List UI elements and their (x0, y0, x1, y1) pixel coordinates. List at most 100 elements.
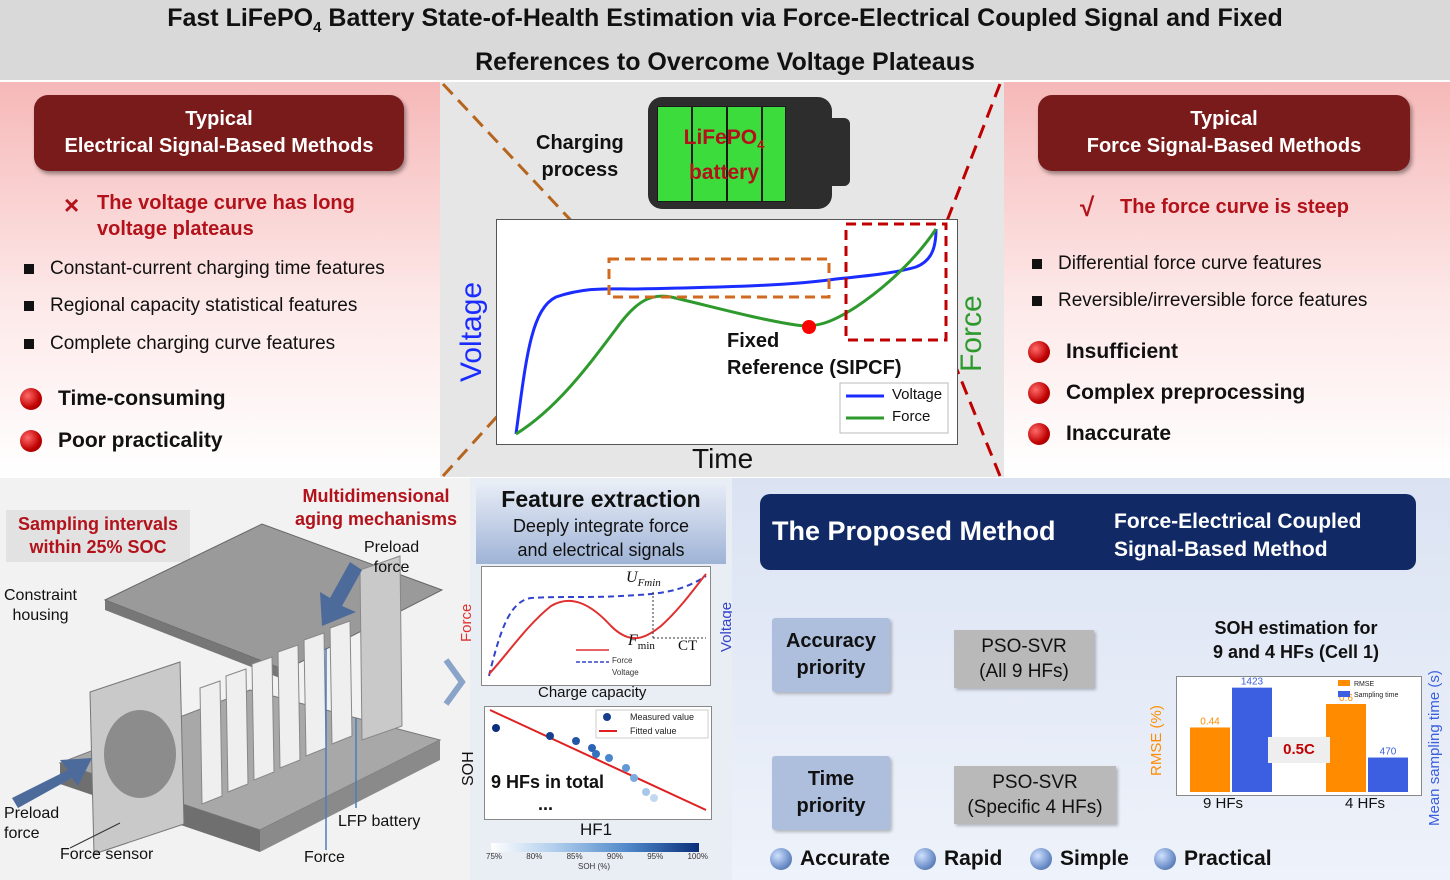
fitted-line (489, 709, 707, 811)
feature-text: Regional capacity statistical features (50, 295, 358, 316)
lfp-cell (277, 644, 301, 769)
svr1-line2: (All 9 HFs) (979, 661, 1069, 682)
scatter-point (592, 750, 600, 758)
feature-extraction-header: Feature extraction Deeply integrate forc… (476, 482, 726, 564)
soh-title-line2: 9 and 4 HFs (Cell 1) (1212, 642, 1380, 662)
electrical-feature-3: Complete charging curve features (24, 333, 335, 355)
back-plate (359, 555, 403, 741)
ellipsis-label: ... (538, 794, 554, 814)
drawback-text: Poor practicality (58, 429, 223, 452)
preload-bottom-1: Preload (4, 805, 60, 822)
battery-label-b: battery (688, 161, 760, 185)
colorbar-tick: 85% (566, 852, 583, 861)
legend-label: RMSE (1354, 681, 1375, 688)
blue-dot-icon (770, 848, 792, 870)
charge-capacity-label: Charge capacity (538, 684, 647, 701)
arrow-to-features-icon (443, 658, 466, 706)
battery-cell-4 (762, 106, 786, 202)
electrical-methods-header: Typical Electrical Signal-Based Methods (34, 95, 404, 171)
electrical-feature-1: Constant-current charging time features (24, 258, 385, 280)
force-feature-2: Reversible/irreversible force features (1032, 290, 1367, 312)
battery-label-a: LiFePO (683, 126, 758, 149)
legend-measured-label: Measured value (630, 712, 695, 722)
bar-rmse-1 (1326, 704, 1366, 792)
force-voltage-subplot (481, 566, 711, 686)
scatter-point (642, 788, 650, 796)
benefit-accurate: Accurate (770, 847, 890, 871)
sensor-pointer-line (69, 822, 121, 849)
battery-cell-1 (657, 106, 692, 202)
scatter-point (572, 737, 580, 745)
u-letter: U (626, 569, 638, 586)
accuracy-line1: Accuracy (785, 630, 877, 652)
force-voltage-subplot-curves (488, 573, 707, 677)
constraint-1: Constraint (4, 587, 77, 604)
benefit-text: Rapid (944, 847, 1003, 870)
sampling-line1: Sampling intervals (17, 514, 179, 534)
bar-sampling-time-1 (1368, 757, 1408, 792)
coupled-line2: Signal-Based Method (1114, 538, 1328, 561)
blue-dot-icon (1154, 848, 1176, 870)
f-letter: F (628, 632, 638, 649)
bar-sampling-time-0 (1232, 687, 1272, 792)
colorbar-title: SOH (%) (578, 862, 610, 871)
preload-bottom-2: force (4, 825, 40, 842)
colorbar-ticks: 75% 80% 85% 90% 95% 100% (486, 852, 708, 861)
title-text-a: Fast LiFePO (167, 3, 314, 32)
force-label: Force (304, 849, 345, 866)
time-priority-box: Time priority (772, 756, 890, 830)
bar-value-label: 470 (1380, 747, 1397, 758)
scatter-point (650, 794, 658, 802)
colorbar-tick: 80% (526, 852, 543, 861)
scatter-point (492, 724, 500, 732)
c-rate-annotation: 0.5C (1268, 737, 1330, 763)
force-drawback-2: Complex preprocessing (1028, 381, 1305, 405)
force-sensor (104, 710, 176, 798)
force-feature-1: Differential force curve features (1032, 253, 1322, 275)
legend-measured-marker (603, 713, 611, 721)
force-sensor-label: Force sensor (60, 846, 154, 863)
legend-swatch (1338, 691, 1350, 697)
force-drawback-3: Inaccurate (1028, 422, 1171, 446)
steep-region-box (844, 222, 948, 342)
electrical-drawback-2: Poor practicality (20, 429, 223, 453)
soh-colorbar (491, 843, 699, 852)
subplot-voltage-curve (488, 575, 707, 677)
force-header-line2: Force Signal-Based Methods (1086, 135, 1362, 157)
preload-top-2: force (373, 559, 410, 576)
proposed-method-header (760, 494, 1416, 570)
force-drawback-1: Insufficient (1028, 340, 1178, 364)
colorbar-tick: 95% (647, 852, 664, 861)
benefit-text: Accurate (800, 847, 890, 870)
f-min-label: Fmin (628, 632, 655, 652)
sampling-intervals-label: Sampling intervals within 25% SOC (6, 510, 190, 562)
benefit-simple: Simple (1030, 847, 1129, 871)
fixed-ref-line1: Fixed (727, 330, 780, 352)
lfp-cell (251, 656, 275, 781)
constraint-housing-label: Constraint housing (4, 586, 77, 626)
plot-legend-box (839, 382, 949, 434)
battery-terminal-icon (832, 118, 850, 186)
title-banner: Fast LiFePO4 Battery State-of-Health Est… (0, 0, 1450, 80)
scatter-point (622, 764, 630, 772)
problem-line1: The voltage curve has long (97, 192, 355, 214)
red-dot-icon (20, 388, 42, 410)
benefit-practical: Practical (1154, 847, 1272, 871)
title-text-b: Battery State-of-Health Estimation via F… (321, 3, 1283, 32)
plateau-highlight-box (607, 257, 831, 299)
legend-voltage-label: Voltage (892, 386, 943, 403)
feature-text: Constant-current charging time features (50, 258, 385, 279)
rmse-axis-label: RMSE (%) (1148, 705, 1165, 776)
square-bullet-icon (24, 264, 34, 274)
title-line-1: Fast LiFePO4 Battery State-of-Health Est… (0, 1, 1450, 45)
constraint-2: housing (12, 607, 69, 624)
benefit-text: Practical (1184, 847, 1272, 870)
coupled-line1: Force-Electrical Coupled (1114, 510, 1362, 533)
time-line1: Time (807, 768, 855, 790)
fixed-ref-line2: Reference (SIPCF) (727, 357, 902, 379)
preload-force-arrow-top (320, 562, 362, 626)
voltage-plateau-problem: The voltage curve has long voltage plate… (97, 190, 355, 242)
electrical-feature-2: Regional capacity statistical features (24, 295, 357, 317)
hf1-axis-label: HF1 (580, 820, 613, 839)
time-line2: priority (796, 795, 866, 817)
